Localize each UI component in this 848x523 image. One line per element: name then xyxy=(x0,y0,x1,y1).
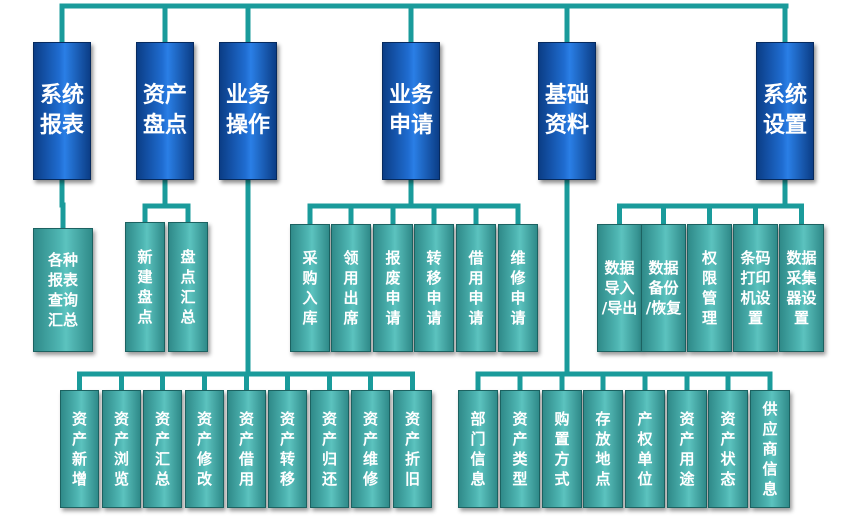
leaf-purchase-method: 购 置 方 式 xyxy=(542,390,582,508)
leaf-asset-status: 资 产 状 态 xyxy=(708,390,748,508)
leaf-report-query: 各种 报表 查询 汇总 xyxy=(33,228,93,352)
leaf-new-inventory: 新 建 盘 点 xyxy=(125,222,165,352)
category-basic-data: 基础 资料 xyxy=(538,42,596,180)
leaf-purchase-stock-in: 采 购 入 库 xyxy=(290,224,330,352)
leaf-data-backup-restore: 数据 备份 /恢复 xyxy=(641,224,686,352)
category-system-settings: 系统 设置 xyxy=(756,42,814,180)
leaf-asset-browse: 资 产 浏 览 xyxy=(102,390,141,508)
leaf-repair-request: 维 修 申 请 xyxy=(498,224,538,352)
leaf-asset-type: 资 产 类 型 xyxy=(500,390,540,508)
leaf-asset-repair: 资 产 维 修 xyxy=(351,390,390,508)
leaf-inventory-summary: 盘 点 汇 总 xyxy=(168,222,208,352)
leaf-asset-depreciation: 资 产 折 旧 xyxy=(393,390,432,508)
leaf-transfer-request: 转 移 申 请 xyxy=(414,224,454,352)
category-system-report: 系统 报表 xyxy=(33,42,91,180)
leaf-asset-usage: 资 产 用 途 xyxy=(667,390,707,508)
leaf-permission-management: 权 限 管 理 xyxy=(687,224,732,352)
leaf-barcode-printer-settings: 条码 打印 机设 置 xyxy=(733,224,778,352)
leaf-property-unit: 产 权 单 位 xyxy=(625,390,665,508)
leaf-asset-modify: 资 产 修 改 xyxy=(185,390,224,508)
leaf-borrow-request: 借 用 申 请 xyxy=(456,224,496,352)
leaf-requisition: 领 用 出 席 xyxy=(331,224,371,352)
category-asset-inventory: 资产 盘点 xyxy=(136,42,194,180)
leaf-scrap-request: 报 废 申 请 xyxy=(373,224,413,352)
leaf-asset-add: 资 产 新 增 xyxy=(60,390,99,508)
leaf-asset-borrow: 资 产 借 用 xyxy=(227,390,266,508)
leaf-department-info: 部 门 信 息 xyxy=(458,390,498,508)
category-business-operation: 业务 操作 xyxy=(219,42,277,180)
leaf-asset-return: 资 产 归 还 xyxy=(310,390,349,508)
leaf-data-collector-settings: 数据 采集 器设 置 xyxy=(779,224,824,352)
leaf-asset-summary: 资 产 汇 总 xyxy=(143,390,182,508)
leaf-storage-location: 存 放 地 点 xyxy=(583,390,623,508)
leaf-supplier-info: 供 应 商 信 息 xyxy=(750,390,790,508)
category-business-application: 业务 申请 xyxy=(382,42,440,180)
leaf-asset-transfer: 资 产 转 移 xyxy=(268,390,307,508)
leaf-data-import-export: 数据 导入 /导出 xyxy=(597,224,642,352)
